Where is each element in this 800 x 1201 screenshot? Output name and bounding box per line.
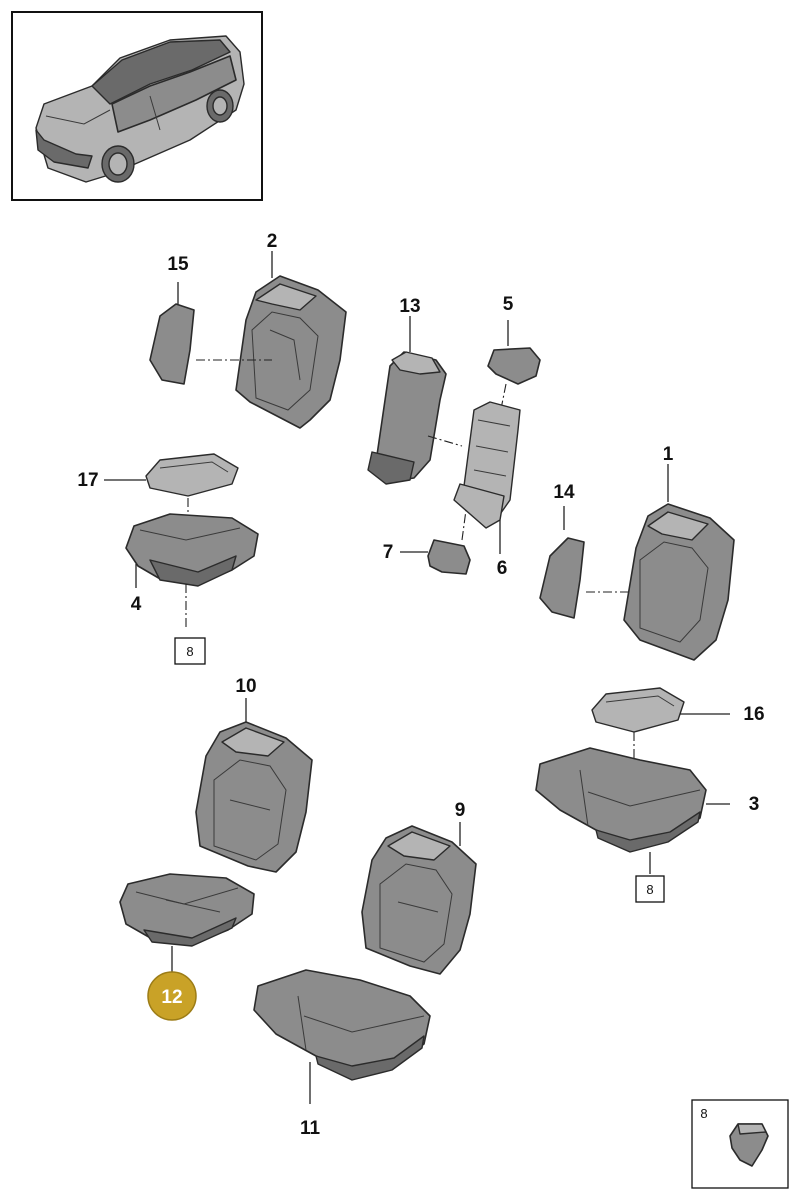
part-number-label: 1 — [663, 444, 674, 465]
part-number-label: 15 — [167, 254, 189, 275]
part-number-label: 17 — [77, 470, 98, 491]
part-5-top-cap[interactable]: 5 — [487, 294, 541, 415]
reference-box-8-corner[interactable]: 8 — [691, 1099, 789, 1189]
part-number-label: 7 — [383, 542, 394, 563]
reference-label: 8 — [186, 644, 193, 659]
part-3-seat-cushion[interactable]: 3 — [535, 747, 760, 874]
part-10-backrest[interactable]: 10 — [195, 676, 313, 873]
part-number-label: 6 — [497, 558, 508, 579]
clip-icon — [729, 1123, 769, 1167]
part-number-label: 4 — [131, 594, 142, 615]
suv-car-icon — [35, 35, 245, 183]
part-number-label: 16 — [743, 704, 764, 725]
part-1-backrest-cover[interactable]: 1 — [623, 444, 735, 661]
highlight-circle — [147, 971, 197, 1021]
part-6-frame-bracket[interactable]: 6 — [453, 401, 521, 579]
reference-label: 8 — [646, 882, 653, 897]
part-15-side-panel[interactable]: 15 — [149, 254, 272, 385]
part-14-side-panel[interactable]: 14 — [539, 482, 662, 619]
part-number-label: 14 — [553, 482, 575, 503]
part-number-label: 12 — [161, 987, 182, 1008]
part-number-label: 13 — [399, 296, 420, 317]
part-number-label: 9 — [455, 800, 466, 821]
vehicle-thumbnail[interactable] — [11, 11, 263, 201]
part-number-label: 10 — [235, 676, 256, 697]
reference-box-8-left[interactable]: 8 — [174, 637, 206, 665]
part-number-label: 2 — [267, 231, 278, 252]
part-11-seat-cushion[interactable]: 11 — [253, 969, 431, 1139]
part-12-seat-cushion[interactable]: 12 — [119, 873, 255, 1021]
part-number-label: 11 — [300, 1118, 321, 1139]
reference-label: 8 — [700, 1106, 707, 1121]
part-number-label: 5 — [503, 294, 514, 315]
part-4-seat-cushion-cover[interactable]: 4 — [125, 513, 259, 630]
part-9-backrest[interactable]: 9 — [361, 800, 477, 975]
part-2-backrest-cover[interactable]: 2 — [235, 231, 347, 429]
part-7-trim[interactable]: 7 — [383, 509, 471, 575]
reference-box-8-right[interactable]: 8 — [635, 875, 665, 903]
highlighted-part-badge[interactable]: 12 — [147, 971, 197, 1021]
part-13-armrest-cover[interactable]: 13 — [367, 296, 463, 485]
part-number-label: 3 — [749, 794, 760, 815]
